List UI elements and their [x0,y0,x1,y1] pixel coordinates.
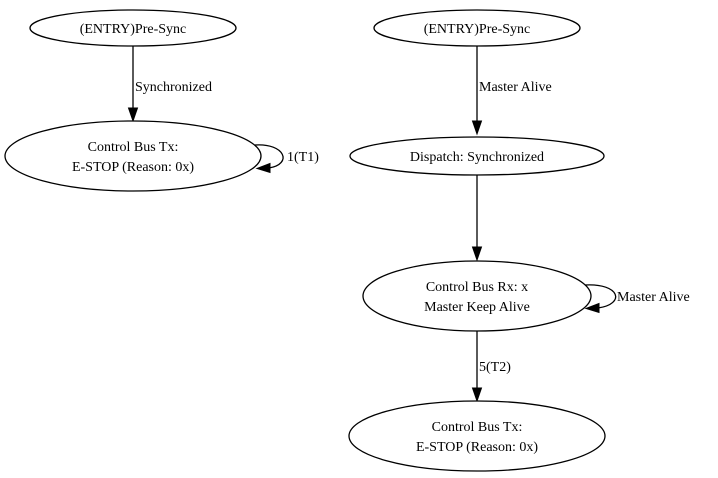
left-self-loop-label: 1(T1) [287,150,319,165]
right-rx-self-loop: Master Alive [584,284,690,314]
right-control-bus-rx-node[interactable]: Control Bus Rx: x Master Keep Alive [362,260,592,332]
left-control-bus-tx-node[interactable]: Control Bus Tx: E-STOP (Reason: 0x) [4,120,262,192]
right-graph: (ENTRY)Pre-Sync Master Alive Dispatch: S… [348,9,690,472]
right-dispatch-node[interactable]: Dispatch: Synchronized [349,136,605,176]
right-tx-line2: E-STOP (Reason: 0x) [416,440,538,455]
right-control-bus-tx-node[interactable]: Control Bus Tx: E-STOP (Reason: 0x) [348,400,606,472]
left-tx-line2: E-STOP (Reason: 0x) [72,160,194,175]
right-entry-node[interactable]: (ENTRY)Pre-Sync [373,9,581,47]
left-entry-label: (ENTRY)Pre-Sync [80,22,187,37]
left-tx-self-loop: 1(T1) [254,144,319,174]
right-rx-self-loop-label: Master Alive [617,290,690,305]
left-edge-synchronized-label: Synchronized [135,80,212,95]
right-edge-5t2-label: 5(T2) [479,360,511,375]
right-edge-entry-to-dispatch: Master Alive [471,46,552,136]
right-dispatch-label: Dispatch: Synchronized [410,150,544,165]
right-edge-dispatch-to-rx [471,175,483,262]
right-tx-line1: Control Bus Tx: [432,420,523,435]
left-graph: (ENTRY)Pre-Sync Synchronized Control Bus… [4,9,319,192]
right-rx-line1: Control Bus Rx: x [426,280,528,295]
right-edge-rx-to-tx: 5(T2) [471,331,511,403]
right-edge-master-alive-label: Master Alive [479,80,552,95]
left-tx-line1: Control Bus Tx: [88,140,179,155]
left-entry-node[interactable]: (ENTRY)Pre-Sync [29,9,237,47]
right-entry-label: (ENTRY)Pre-Sync [424,22,531,37]
left-edge-entry-to-tx: Synchronized [127,46,212,123]
right-rx-line2: Master Keep Alive [424,300,530,315]
